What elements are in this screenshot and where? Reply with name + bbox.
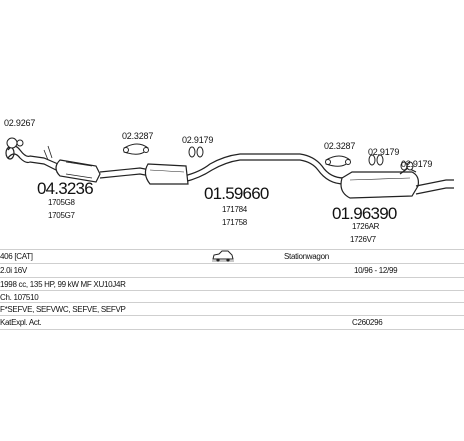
part-code: 1726V7: [350, 235, 376, 244]
spec-row: KatExpl. Act. C260296: [0, 315, 464, 330]
vehicle-catalyst: KatExpl. Act.: [0, 318, 42, 327]
vehicle-chassis: Ch. 107510: [0, 293, 39, 302]
part-code: 02.3287: [122, 131, 154, 141]
vehicle-engine: 2.0i 16V: [0, 266, 27, 275]
middle-silencer: [144, 163, 189, 185]
part-code: 04.3236: [37, 179, 94, 198]
spec-row: F*SEFVE, SEFVWC, SEFVE, SEFVP: [0, 302, 464, 317]
part-code: 02.9179: [182, 135, 214, 145]
spec-row: 2.0i 16V 10/96 - 12/99: [0, 263, 464, 278]
part-code: 01.59660: [204, 184, 269, 203]
part-code: 171784: [222, 205, 247, 214]
hanger-02-9179-rear-b: [400, 161, 414, 171]
vehicle-body: Stationwagon: [284, 252, 329, 261]
part-code: 1705G7: [48, 211, 75, 220]
spec-table-bottom-rule: [0, 329, 464, 331]
vehicle-model: 406 [CAT]: [0, 252, 33, 261]
part-code: 1705G8: [48, 198, 75, 207]
spec-row: 1998 cc, 135 HP, 99 kW MF XU10J4R: [0, 277, 464, 292]
exhaust-system-diagram: [5, 137, 454, 199]
middle-pipe: [99, 153, 345, 185]
vehicle-ref: C260296: [352, 318, 383, 327]
part-code: 02.9179: [368, 147, 400, 157]
hanger-02-9179-rear-a: [368, 154, 384, 166]
vehicle-specs: 1998 cc, 135 HP, 99 kW MF XU10J4R: [0, 280, 126, 289]
car-icon: [212, 250, 234, 262]
vehicle-engine-codes: F*SEFVE, SEFVWC, SEFVE, SEFVP: [0, 305, 126, 314]
catalytic-converter: [55, 159, 101, 183]
spec-row: Ch. 107510: [0, 290, 464, 305]
vehicle-years: 10/96 - 12/99: [354, 266, 398, 275]
clamp-02-9267: [6, 137, 24, 149]
clamp-02-3287-rear: [325, 155, 351, 167]
part-code: 02.9179: [401, 159, 433, 169]
spec-row: 406 [CAT] Stationwagon: [0, 249, 464, 264]
part-code: 171758: [222, 218, 247, 227]
part-code: 02.3287: [324, 141, 356, 151]
part-code: 1726AR: [352, 222, 380, 231]
clamp-02-3287-front: [123, 143, 149, 155]
part-code: 02.9267: [4, 118, 36, 128]
rear-silencer: [340, 171, 419, 199]
part-code: 01.96390: [332, 204, 397, 223]
hanger-02-9179-front: [188, 146, 204, 158]
